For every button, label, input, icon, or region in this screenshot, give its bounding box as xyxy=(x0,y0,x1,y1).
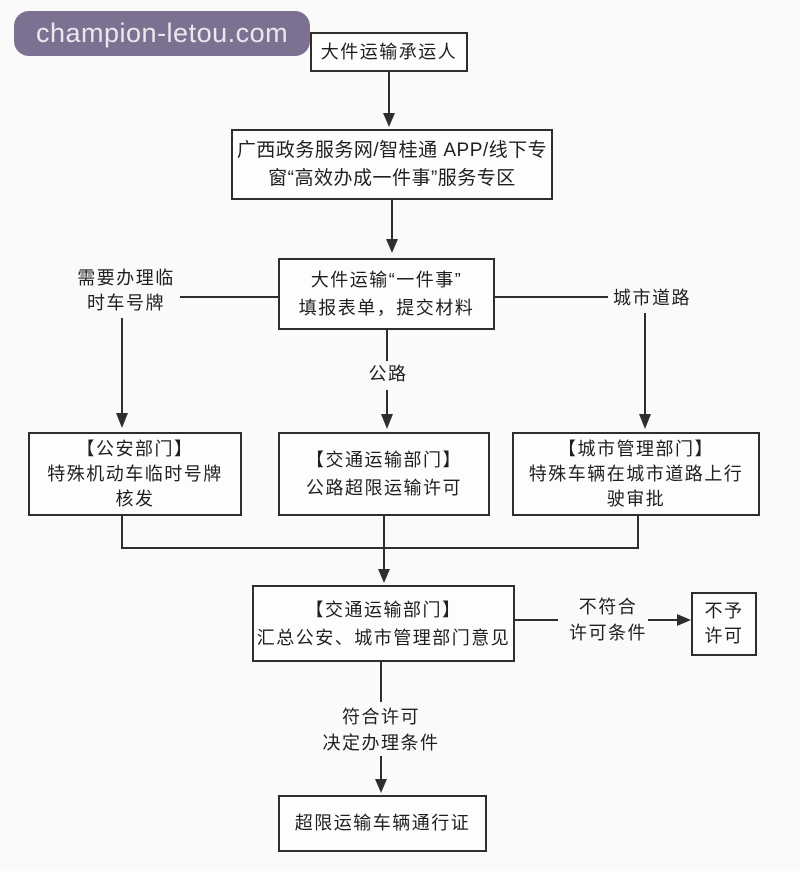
edge-form-to-police xyxy=(116,296,278,428)
node-city-management-department-label: 【城市管理部门】 特殊车辆在城市道路上行 驶审批 xyxy=(528,438,744,509)
node-form-submission-label: 大件运输“一件事” 填报表单，提交材料 xyxy=(298,270,475,318)
node-form-submission: 大件运输“一件事” 填报表单，提交材料 xyxy=(278,258,495,330)
edge-merge-to-summary xyxy=(121,516,639,583)
edge-summary-to-permit xyxy=(375,662,387,793)
node-carrier-label: 大件运输承运人 xyxy=(320,41,458,62)
edge-label-temp-plate: 需要办理临 时车号牌 xyxy=(77,268,175,313)
node-carrier: 大件运输承运人 xyxy=(310,32,468,72)
watermark-badge: champion-letou.com xyxy=(14,11,311,56)
edge-label-highway: 公路 xyxy=(368,364,408,384)
node-city-management-department: 【城市管理部门】 特殊车辆在城市道路上行 驶审批 xyxy=(512,432,760,516)
arrow-carrier-to-portal xyxy=(383,72,395,127)
node-transport-permit: 超限运输车辆通行证 xyxy=(278,795,487,852)
edge-label-meet-conditions: 符合许可 决定办理条件 xyxy=(322,707,440,753)
arrow-portal-to-form xyxy=(386,200,398,253)
node-transport-department: 【交通运输部门】 公路超限运输许可 xyxy=(278,432,490,516)
node-service-portal-label: 广西政务服务网/智桂通 APP/线下专 窗“高效办成一件事”服务专区 xyxy=(236,139,548,189)
node-permit-denied: 不予 许可 xyxy=(691,592,757,656)
node-opinion-summary: 【交通运输部门】 汇总公安、城市管理部门意见 xyxy=(252,585,515,662)
edge-label-not-meet-conditions: 不符合 许可条件 xyxy=(569,597,647,643)
edge-label-city-road: 城市道路 xyxy=(613,288,691,308)
node-permit-denied-label: 不予 许可 xyxy=(704,601,744,646)
edge-summary-to-deny xyxy=(515,614,691,626)
node-transport-department-label: 【交通运输部门】 公路超限运输许可 xyxy=(306,450,462,498)
node-police-department-label: 【公安部门】 特殊机动车临时号牌 核发 xyxy=(47,438,223,509)
edge-form-to-transport xyxy=(381,330,393,429)
node-opinion-summary-label: 【交通运输部门】 汇总公安、城市管理部门意见 xyxy=(256,599,511,648)
node-service-portal: 广西政务服务网/智桂通 APP/线下专 窗“高效办成一件事”服务专区 xyxy=(231,129,553,200)
node-police-department: 【公安部门】 特殊机动车临时号牌 核发 xyxy=(28,432,242,516)
edge-form-to-city xyxy=(494,296,651,429)
node-transport-permit-label: 超限运输车辆通行证 xyxy=(294,813,471,833)
